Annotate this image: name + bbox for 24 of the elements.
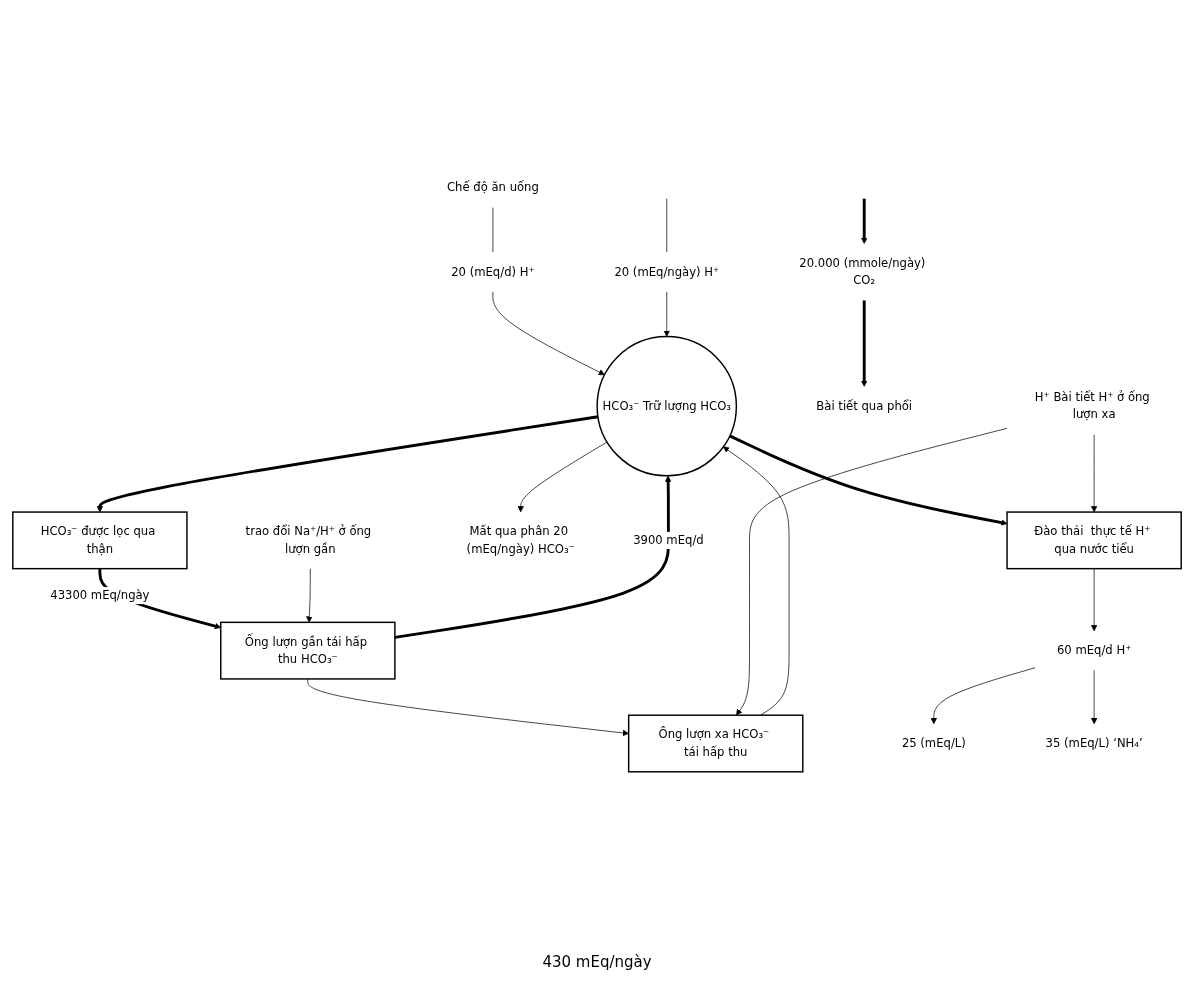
node-text: Bài tiết qua phổi [816, 398, 913, 413]
edge-label: 3900 mEq/d [633, 533, 704, 547]
flow-value-label: 430 mEq/ngày [542, 953, 652, 971]
node-text: 25 (mEq/L) [901, 736, 966, 751]
node-text: 35 (mEq/L) ‘NH₄’ [1045, 736, 1143, 751]
node-text: H⁺ Bài tiết H⁺ ở ống lượn xa [1034, 390, 1150, 422]
node-box: HCO₃⁻ được lọc qua thận [12, 511, 188, 570]
node-box: Đào thải thực tế H⁺ qua nước tiểu [1006, 511, 1182, 570]
edge-label: 43300 mEq/ngày [50, 588, 150, 603]
arrow [729, 434, 1008, 526]
node-circle: HCO₃⁻ Trữ lượng HCO₃ [596, 335, 738, 477]
node-text: 60 mEq/d H⁺ [1056, 643, 1132, 658]
arrow [394, 475, 672, 639]
node-text: trao đổi Na⁺/H⁺ ở ống lượn gần [245, 524, 372, 556]
node-text: Chế độ ăn uống [447, 180, 539, 195]
arrow [861, 198, 868, 244]
node-box: Ống lượn gần tái hấp thu HCO₃⁻ [220, 621, 396, 680]
arrow [96, 415, 599, 513]
node-text: 20.000 (mmole/ngày) CO₂ [799, 255, 926, 288]
arrow [861, 300, 868, 387]
node-box: Ống lượn xa HCO₃⁻ tái hấp thu [627, 714, 804, 773]
node-text: 20 (mEq/ngày) H⁺ [614, 264, 720, 279]
node-text: 20 (mEq/d) H⁺ [451, 264, 535, 279]
node-text: Mất qua phân 20 (mEq/ngày) HCO₃⁻ [466, 524, 575, 556]
